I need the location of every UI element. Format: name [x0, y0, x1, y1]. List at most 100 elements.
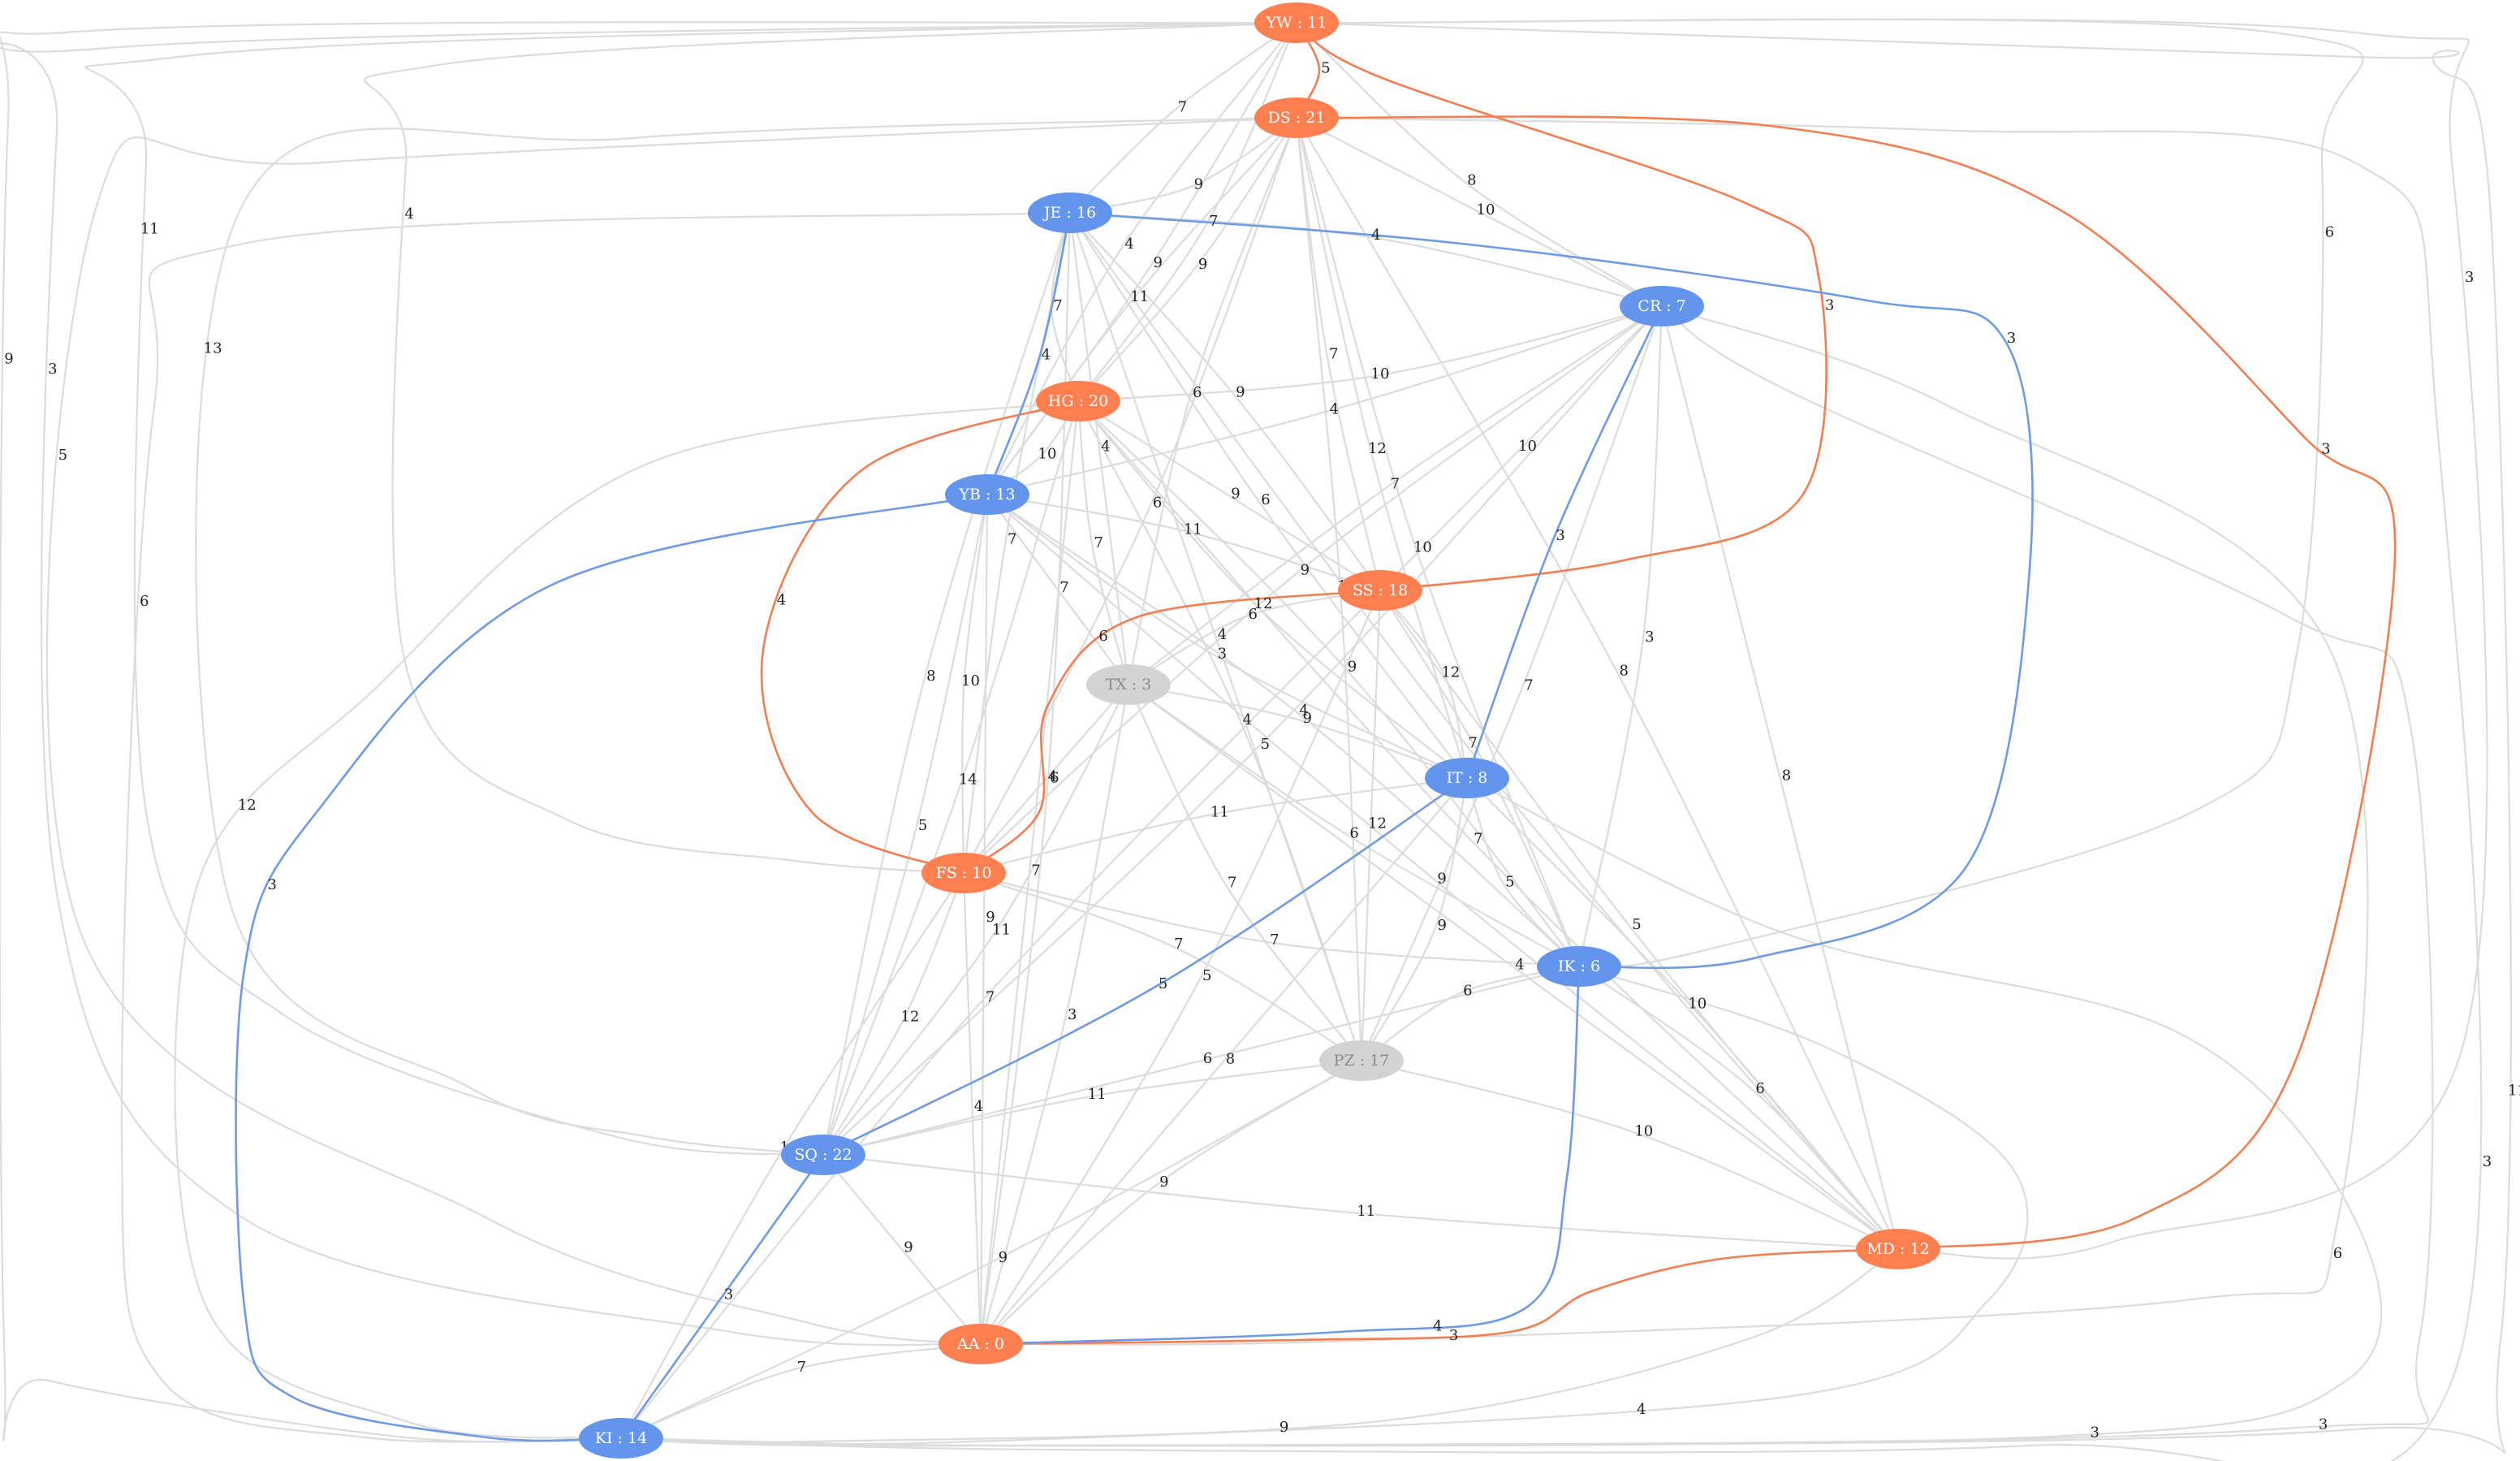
edge-cr-sq: [822, 305, 1663, 1156]
node-it[interactable]: IT : 8: [1425, 758, 1509, 798]
edge-weight-je-ik: 3: [2007, 330, 2016, 347]
edge-weight-je-aa: 6: [1050, 770, 1059, 787]
edge-weight-it-sq: 5: [1159, 975, 1167, 992]
edge-cr-hg: [1077, 305, 1663, 403]
edge-weight-md-ki: 9: [1279, 1419, 1288, 1436]
edge-weight-pz-ki: 9: [999, 1249, 1008, 1266]
edge-je-pz: [1068, 212, 1363, 1061]
edge-je-yb: [986, 212, 1072, 495]
edge-weight-yw-ds: 5: [1321, 60, 1330, 77]
edge-weight-je-pz: 4: [1218, 626, 1227, 643]
edge-weight-yw-ik: 6: [2325, 223, 2334, 240]
edge-weight-yb-ss: 11: [1184, 521, 1202, 538]
edge-ss-fs: [963, 589, 1381, 875]
node-ik[interactable]: IK : 6: [1537, 946, 1621, 987]
edge-weight-it-md: 10: [1688, 996, 1707, 1013]
edge-weight-ss-pz: 12: [1368, 815, 1387, 832]
edge-weight-ds-yb: 11: [1130, 288, 1149, 305]
edge-ds-it: [1295, 117, 1469, 779]
node-tx[interactable]: TX : 3: [1086, 664, 1171, 705]
edge-ds-tx: [1127, 117, 1298, 685]
edge-weight-ds-sq: 13: [204, 339, 222, 357]
edge-weight-yb-fs: 10: [961, 672, 980, 689]
node-ss-ellipse[interactable]: [1338, 570, 1422, 611]
node-pz-ellipse[interactable]: [1319, 1040, 1404, 1081]
edge-weight-sq-ki: 3: [724, 1286, 733, 1303]
node-sq[interactable]: SQ : 22: [781, 1135, 865, 1175]
edge-aa-ki: [620, 1342, 982, 1440]
node-tx-ellipse[interactable]: [1086, 664, 1171, 705]
edge-weight-tx-sq: 11: [992, 922, 1011, 939]
edge-ds-fs: [963, 117, 1298, 874]
edge-yb-md: [986, 494, 1899, 1250]
node-je-ellipse[interactable]: [1028, 192, 1112, 233]
edge-weight-sq-md: 11: [1357, 1203, 1375, 1220]
edge-hg-md: [1077, 400, 1899, 1250]
edge-weight-ds-fs: 6: [1153, 494, 1162, 511]
node-aa-ellipse[interactable]: [939, 1324, 1023, 1364]
node-yb-ellipse[interactable]: [945, 474, 1029, 515]
edge-pz-sq: [822, 1059, 1362, 1156]
edge-weight-aa-ki: 7: [797, 1359, 806, 1376]
edge-weight-it-ik: 5: [1505, 873, 1514, 890]
edge-yw-aa: [0, 21, 1297, 1346]
edge-yw-md: [1296, 18, 2488, 1260]
edge-hg-ss: [1077, 400, 1381, 591]
edge-yw-ss: [1296, 21, 1827, 592]
node-md[interactable]: MD : 12: [1856, 1229, 1940, 1269]
edge-pz-md: [1361, 1059, 1899, 1251]
edge-weight-ss-aa: 5: [1202, 967, 1211, 984]
node-ds[interactable]: DS : 21: [1254, 97, 1339, 138]
node-ds-label: DS : 21: [1268, 109, 1326, 127]
edge-weight-yw-cr: 8: [1467, 172, 1476, 189]
node-it-ellipse[interactable]: [1425, 758, 1509, 798]
edge-tx-ik: [1128, 684, 1580, 967]
node-ds-ellipse[interactable]: [1254, 97, 1339, 138]
edge-weight-tx-it: 9: [1302, 710, 1311, 727]
edge-weight-je-ki: 6: [140, 593, 149, 610]
edge-weight-ds-ki: 3: [2483, 1153, 2492, 1170]
edge-weight-ds-cr: 10: [1477, 201, 1495, 218]
edge-yw-ik: [1296, 18, 2364, 968]
node-fs[interactable]: FS : 10: [921, 853, 1006, 893]
node-ki-ellipse[interactable]: [579, 1418, 663, 1459]
edge-weight-hg-pz: 4: [1242, 711, 1251, 728]
edge-weight-je-cr: 4: [1371, 227, 1380, 244]
edge-ds-yb: [986, 117, 1297, 495]
edge-weight-it-aa: 8: [1226, 1051, 1235, 1068]
node-yw[interactable]: YW : 11: [1254, 2, 1339, 43]
node-sq-ellipse[interactable]: [781, 1135, 865, 1175]
edge-ss-aa: [980, 590, 1381, 1345]
node-cr-ellipse[interactable]: [1620, 286, 1704, 326]
edge-weight-cr-ki: 3: [2319, 1416, 2328, 1433]
node-je-label: JE : 16: [1042, 204, 1096, 222]
node-tx-label: TX : 3: [1106, 676, 1152, 694]
node-cr[interactable]: CR : 7: [1620, 286, 1704, 326]
node-yb[interactable]: YB : 13: [945, 474, 1029, 515]
edge-weight-yw-aa: 3: [48, 361, 57, 378]
edge-cr-pz: [1360, 305, 1663, 1061]
node-aa[interactable]: AA : 0: [939, 1324, 1023, 1364]
edge-weight-ds-tx: 6: [1193, 384, 1202, 401]
edge-weight-hg-ss: 9: [1231, 486, 1240, 503]
edge-ds-cr: [1296, 117, 1663, 307]
node-ki[interactable]: KI : 14: [579, 1418, 663, 1459]
edge-weight-pz-aa: 9: [1159, 1174, 1168, 1191]
node-yb-label: YB : 13: [958, 486, 1015, 504]
edge-weight-md-aa: 3: [1449, 1327, 1458, 1344]
edge-weight-tx-aa: 3: [1068, 1006, 1077, 1023]
node-md-ellipse[interactable]: [1856, 1229, 1940, 1269]
node-fs-ellipse[interactable]: [921, 853, 1006, 893]
node-ss[interactable]: SS : 18: [1338, 570, 1422, 611]
edge-weight-je-md: 7: [1468, 735, 1477, 752]
edge-je-ss: [1069, 212, 1381, 591]
node-yw-ellipse[interactable]: [1254, 2, 1339, 43]
node-hg[interactable]: HG : 20: [1036, 381, 1120, 421]
edge-weight-yb-sq: 5: [918, 817, 927, 834]
node-hg-ellipse[interactable]: [1036, 381, 1120, 421]
edge-yw-cr: [1296, 22, 1663, 307]
node-je[interactable]: JE : 16: [1028, 192, 1112, 233]
node-ik-ellipse[interactable]: [1537, 946, 1621, 987]
edge-weight-fs-ik: 7: [1270, 931, 1279, 949]
node-pz[interactable]: PZ : 17: [1319, 1040, 1404, 1081]
